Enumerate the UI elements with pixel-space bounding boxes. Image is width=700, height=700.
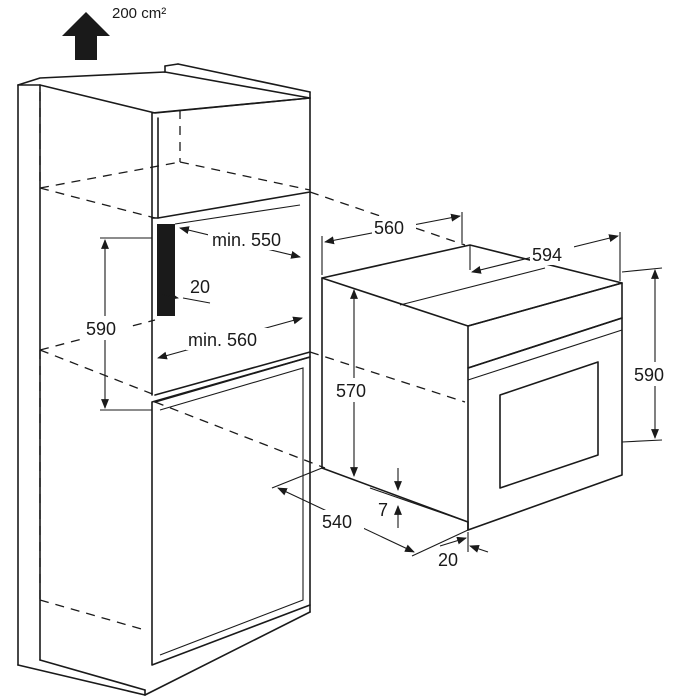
up-arrow-icon	[62, 12, 110, 60]
cabinet-depth-label: min. 550	[212, 230, 281, 250]
vent-slot	[157, 224, 175, 316]
cabinet-dimensions: 590 min. 550 20 min. 560	[84, 226, 303, 411]
oven-top-depth-label: 560	[374, 218, 404, 238]
oven-front-label: 20	[438, 550, 458, 570]
oven-window	[499, 361, 599, 489]
cabinet-height-label: 590	[86, 319, 116, 339]
oven-depth-label: 540	[322, 512, 352, 532]
cabinet-gap-label: 20	[190, 277, 210, 297]
cabinet-top	[17, 71, 311, 114]
oven-dimensions: 560 594 570 590 540 7 20	[271, 212, 678, 570]
oven-height-label: 590	[634, 365, 664, 385]
cabinet	[17, 63, 311, 696]
oven-bottom-gap-label: 7	[378, 500, 388, 520]
cabinet-hidden-lines	[39, 92, 466, 631]
airflow-label: 200 cm²	[112, 5, 166, 22]
oven-body-height-label: 570	[336, 381, 366, 401]
cabinet-width-label: min. 560	[188, 330, 257, 350]
oven-width-label: 594	[532, 245, 562, 265]
oven-top	[321, 244, 623, 327]
